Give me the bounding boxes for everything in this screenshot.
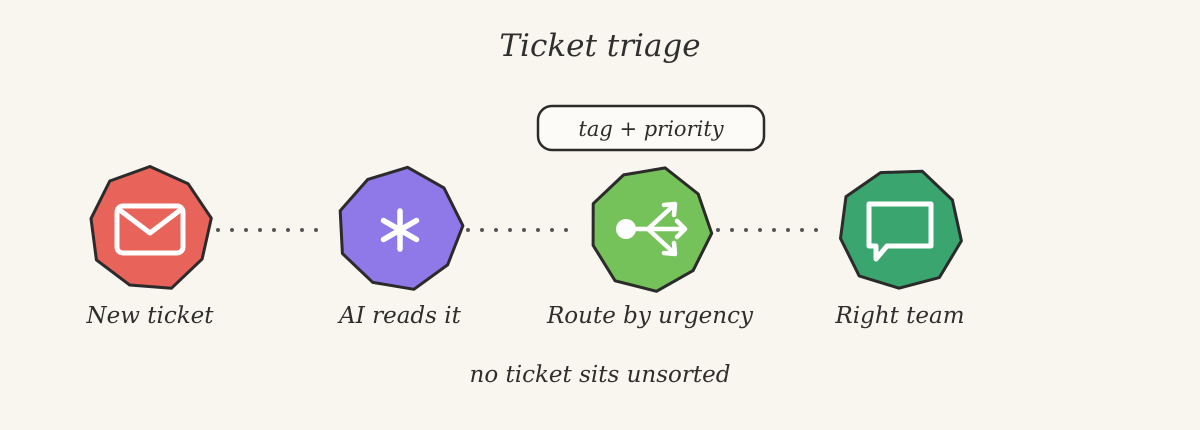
node-right-team [839, 169, 963, 290]
asterisk-icon [380, 208, 420, 252]
node-new-ticket [89, 165, 213, 290]
tag-priority-box [536, 104, 766, 152]
diagram-title: Ticket triage [499, 28, 701, 64]
node-ai-reads-it [338, 165, 465, 291]
footnote: no ticket sits unsorted [469, 362, 731, 388]
mail-icon [114, 203, 186, 256]
node-label-right-team: Right team [835, 303, 965, 329]
node-label-new-ticket: New ticket [86, 303, 214, 329]
tag-priority-label: tag + priority [578, 117, 724, 141]
node-route-by-urgency [591, 166, 714, 293]
route-split-icon [616, 201, 688, 257]
node-label-ai-reads-it: AI reads it [339, 303, 461, 329]
node-label-route-by-urgency: Route by urgency [546, 303, 753, 329]
chat-bubble-icon [866, 201, 934, 262]
